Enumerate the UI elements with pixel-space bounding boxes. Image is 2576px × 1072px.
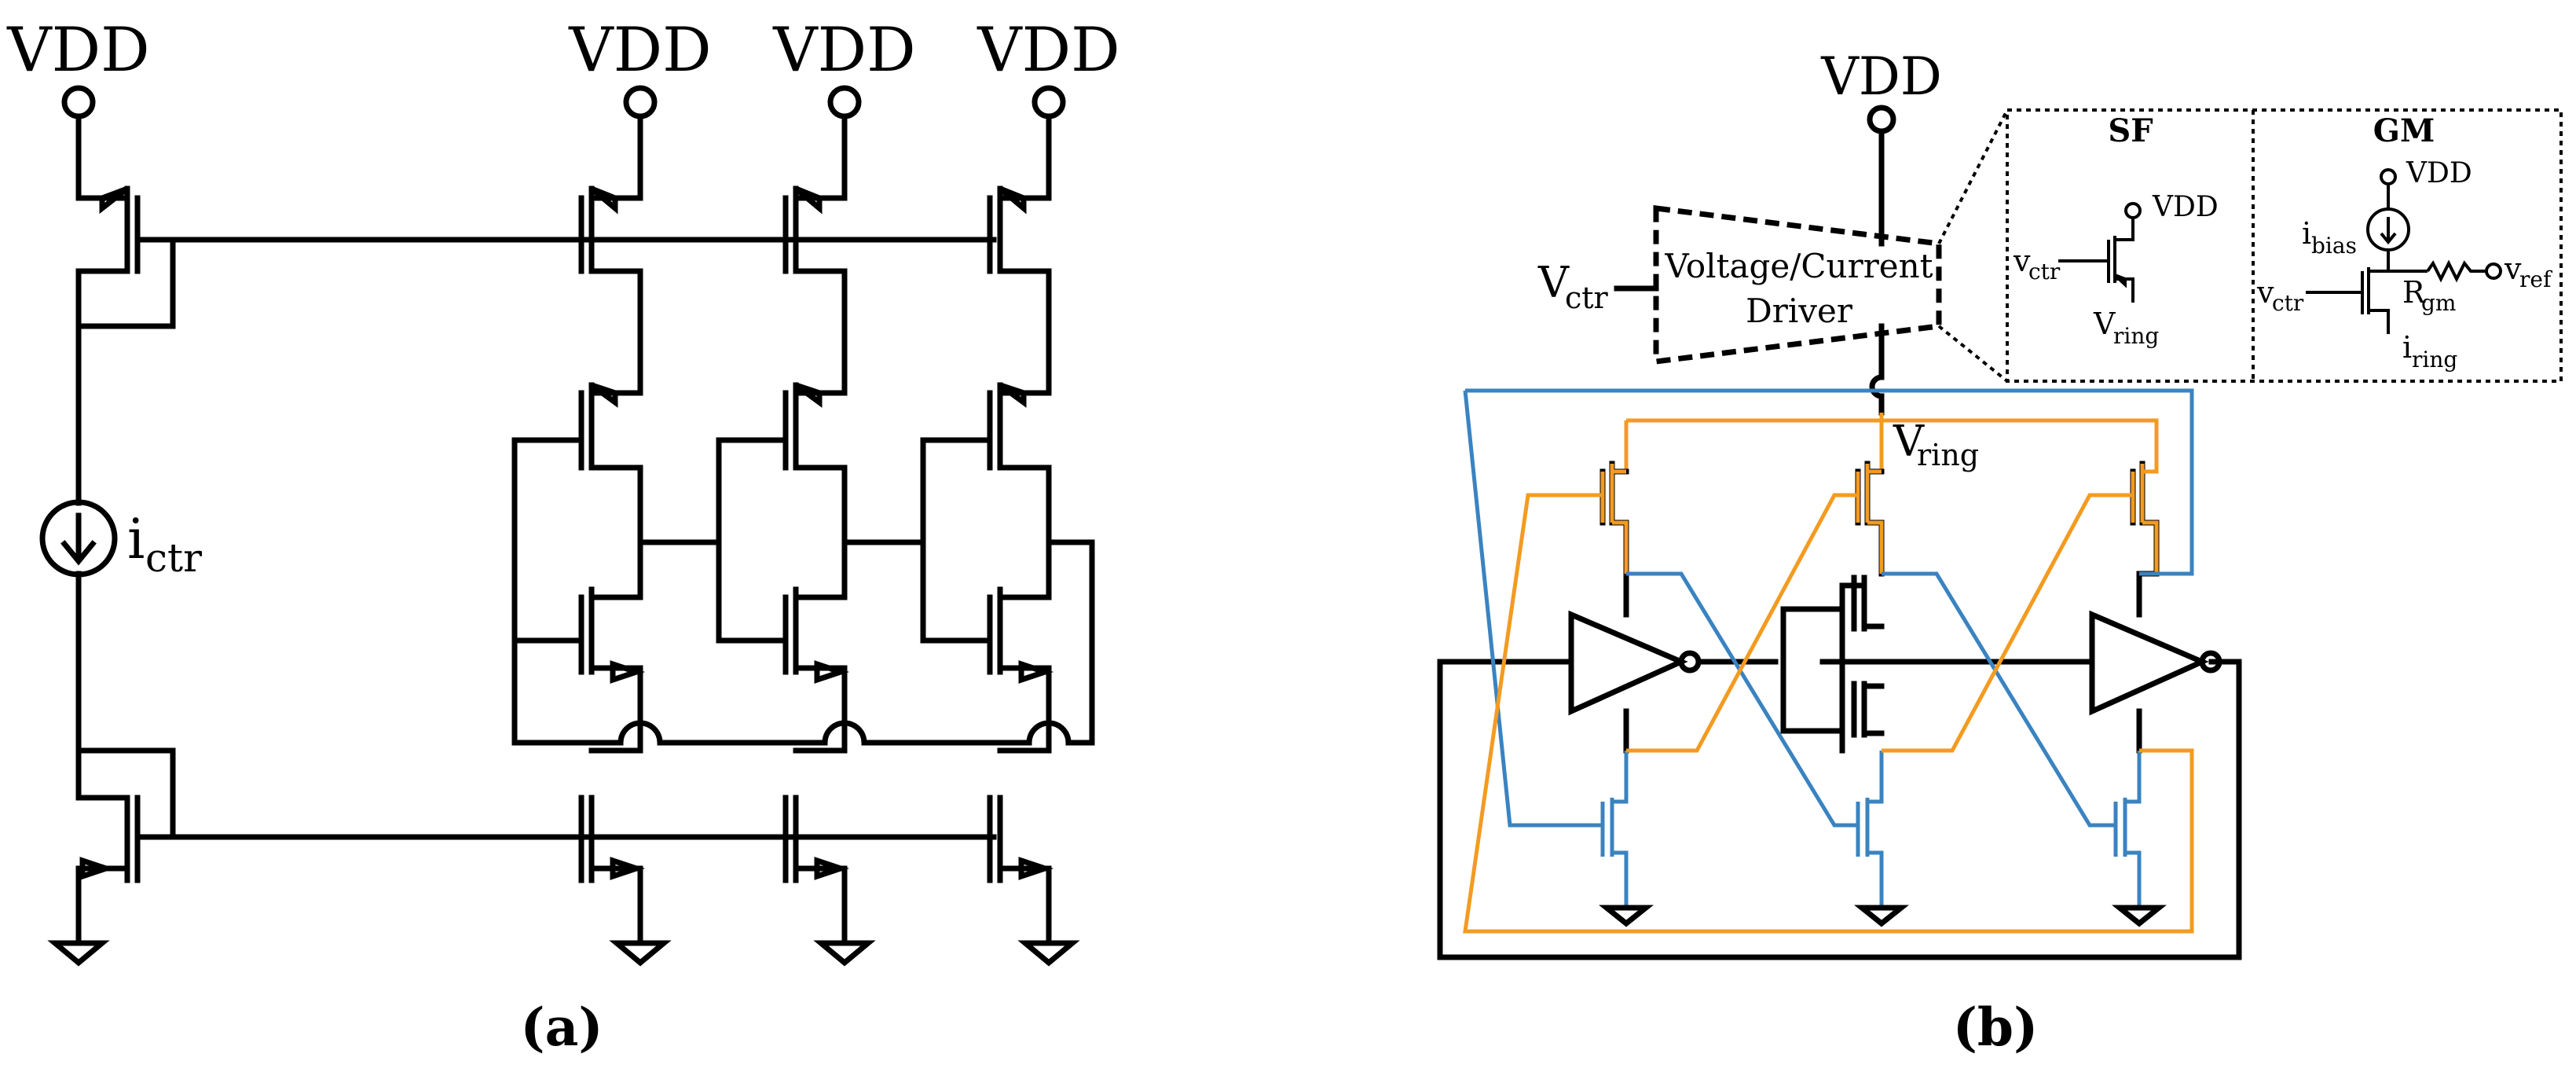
inset-sf-title: SF	[2108, 112, 2153, 149]
sf-vctr-sub: ctr	[2028, 259, 2061, 285]
vring-subscript: ring	[1917, 438, 1979, 472]
ring-stage	[987, 113, 1080, 967]
caption-a: (a)	[520, 997, 603, 1058]
orange-net	[1882, 493, 2133, 753]
sf-vring-label: V	[2093, 307, 2116, 341]
vdd-label: VDD	[6, 15, 149, 86]
blue-net	[1882, 571, 2116, 828]
orange-net	[1463, 493, 2194, 934]
sf-vctr-label: v	[2013, 244, 2031, 278]
driver-inset: SF GM VDD v ctr V ring VDD i bias R gm v…	[2006, 108, 2563, 383]
inverter	[1819, 571, 2222, 754]
gm-rgm-label: R	[2402, 275, 2426, 310]
ictr-label: i	[127, 507, 145, 571]
driver-label-line2: Driver	[1746, 292, 1853, 330]
nmos-row	[1599, 751, 2167, 927]
ring-feedback-loop	[1437, 659, 2242, 960]
gm-ibias-label: i	[2302, 216, 2311, 251]
blue-net	[1463, 388, 2194, 828]
ring-stage	[782, 113, 876, 967]
vctr-subscript: ctr	[1565, 281, 1609, 315]
sf-vring-sub: ring	[2113, 323, 2159, 349]
driver-label-line1: Voltage/Current	[1664, 247, 1933, 285]
vdd-terminal	[623, 85, 658, 119]
gm-iring-sub: ring	[2412, 347, 2457, 373]
caption-b: (b)	[1953, 997, 2039, 1058]
vdd-terminal	[1031, 85, 1066, 119]
vdd-label: VDD	[568, 15, 711, 86]
vring-label: V	[1893, 417, 1925, 466]
vdd-label: VDD	[1820, 46, 1942, 107]
pmos-mirror-ref	[75, 113, 176, 329]
stage-interconnect	[511, 437, 1095, 746]
inset-gm-title: GM	[2373, 112, 2435, 149]
gm-ibias-sub: bias	[2311, 233, 2357, 259]
vdd-label: VDD	[772, 15, 915, 86]
vring-wire	[1869, 323, 1885, 416]
voltage-current-driver	[1653, 205, 1942, 365]
stage-interconnect	[841, 437, 993, 644]
ictr-subscript: ctr	[145, 535, 202, 581]
vdd-terminal	[61, 85, 96, 119]
vdd-terminal	[1867, 105, 1896, 134]
middle-inverter-stage	[1780, 575, 1885, 754]
blue-net	[1626, 571, 1858, 828]
panel-b-schematic: VDD Voltage/Current Driver V ctr SF GM V…	[1437, 46, 2563, 1058]
pmos-row	[1599, 413, 2160, 577]
gm-vref-sub: ref	[2519, 266, 2553, 292]
gm-vctr-label: v	[2256, 275, 2274, 310]
inset-pointer	[1937, 109, 2009, 383]
sf-vdd-label: VDD	[2152, 191, 2219, 223]
ring-stage	[578, 113, 672, 967]
stage-interconnect	[637, 437, 789, 644]
gm-rgm-sub: gm	[2421, 290, 2456, 316]
gm-vdd-label: VDD	[2406, 157, 2472, 189]
vdd-terminal	[827, 85, 862, 119]
vctr-label: V	[1537, 258, 1570, 307]
current-source	[39, 499, 118, 578]
vdd-label: VDD	[977, 15, 1119, 86]
gm-vref-label: v	[2504, 251, 2522, 286]
panel-a-schematic: VDD VDD VDD VDD i ctr	[6, 15, 1119, 1058]
nmos-mirror-ref	[47, 747, 176, 967]
orange-net	[1626, 493, 1858, 753]
gm-vctr-sub: ctr	[2272, 290, 2304, 316]
gm-iring-label: i	[2402, 330, 2412, 365]
